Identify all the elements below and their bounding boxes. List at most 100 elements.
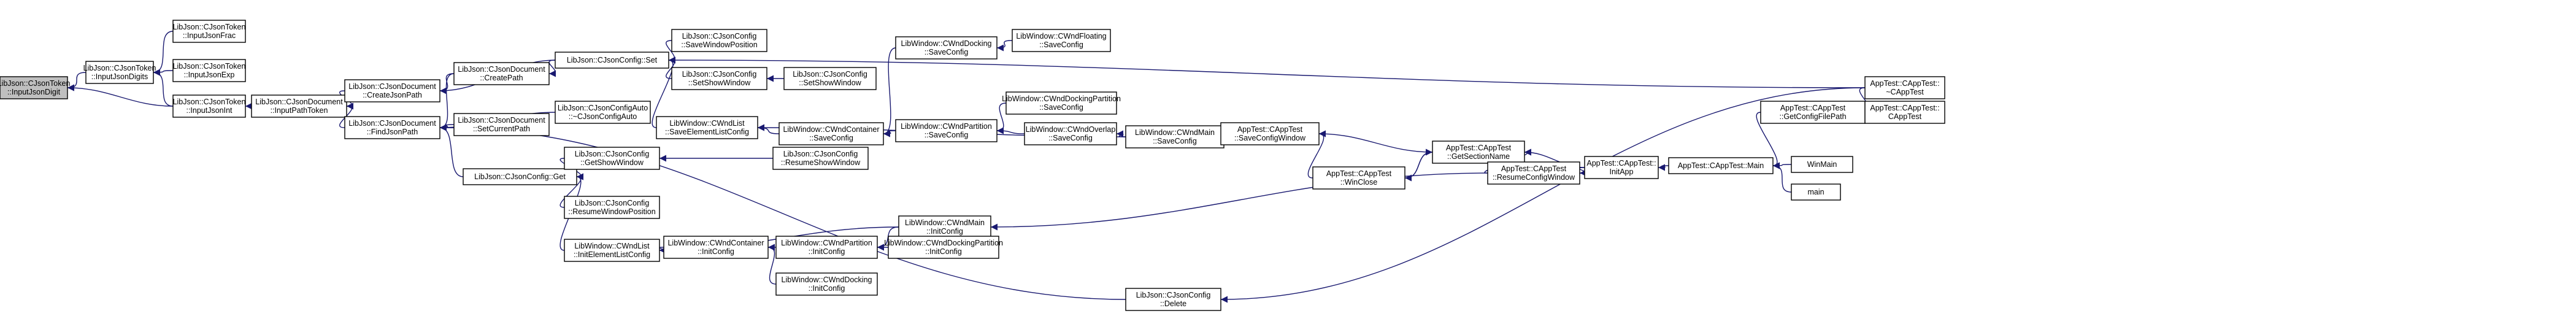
graph-node[interactable]: LibJson::CJsonConfig::GetShowWindow xyxy=(564,147,660,170)
graph-node[interactable]: LibJson::CJsonConfig::ResumeWindowPositi… xyxy=(564,196,660,219)
node-label-line: ::SaveWindowPosition xyxy=(681,40,757,49)
graph-node[interactable]: AppTest::CAppTest::ResumeConfigWindow xyxy=(1487,161,1580,185)
graph-node[interactable]: LibWindow::CWndDockingPartition::SaveCon… xyxy=(1002,91,1121,115)
node-box xyxy=(772,147,869,170)
graph-node[interactable]: LibJson::CJsonDocument::SetCurrentPath xyxy=(453,113,550,136)
graph-edge xyxy=(1116,130,1126,137)
graph-node[interactable]: LibWindow::CWndContainer::SaveConfig xyxy=(779,122,884,145)
graph-node[interactable]: main xyxy=(1791,183,1841,201)
node-label-line: ::InputJsonFrac xyxy=(183,31,236,40)
graph-edge xyxy=(548,60,556,77)
graph-node[interactable]: LibJson::CJsonDocument::InputPathToken xyxy=(251,94,347,118)
graph-node[interactable]: LibJson::CJsonToken::InputJsonInt xyxy=(172,94,246,118)
node-label-line: ::ResumeConfigWindow xyxy=(1493,173,1575,182)
node-label-line: ::FindJsonPath xyxy=(367,128,418,136)
node-box xyxy=(251,94,347,118)
graph-node[interactable]: WinMain xyxy=(1791,156,1853,173)
graph-node[interactable]: LibJson::CJsonConfig::SetShowWindow xyxy=(671,67,767,90)
node-box xyxy=(775,236,878,259)
graph-node[interactable]: LibWindow::CWndContainer::InitConfig xyxy=(663,236,769,259)
graph-node[interactable]: LibWindow::CWndMain::InitConfig xyxy=(898,215,991,239)
graph-node[interactable]: LibJson::CJsonConfig::ResumeShowWindow xyxy=(772,147,869,170)
node-label-line: ::SaveConfig xyxy=(1048,134,1093,142)
graph-node[interactable]: LibWindow::CWndDockingPartition::InitCon… xyxy=(884,236,1003,259)
node-label-line: ::SaveConfig xyxy=(925,48,969,56)
graph-node[interactable]: LibWindow::CWndList::SaveElementListConf… xyxy=(656,116,758,139)
node-label-line: ::InitElementListConfig xyxy=(574,250,650,259)
graph-edge xyxy=(668,56,1866,88)
node-label-line: LibJson::CJsonDocument xyxy=(255,98,343,106)
graph-node[interactable]: LibJson::CJsonConfig::Delete xyxy=(1125,288,1221,311)
node-label-line: LibJson::CJsonConfig::Get xyxy=(474,172,566,181)
graph-node[interactable]: LibWindow::CWndOverlap::SaveConfig xyxy=(1024,122,1117,145)
node-label-line: ::SaveElementListConfig xyxy=(665,128,749,136)
graph-node[interactable]: LibJson::CJsonToken::InputJsonFrac xyxy=(172,20,246,43)
graph-node[interactable]: LibJson::CJsonDocument::CreatePath xyxy=(453,62,550,85)
node-label-line: LibJson::CJsonDocument xyxy=(348,82,436,91)
node-label-line: LibJson::CJsonToken xyxy=(83,64,156,72)
node-label-line: ::SaveConfigWindow xyxy=(1234,134,1306,142)
graph-node[interactable]: LibWindow::CWndPartition::SaveConfig xyxy=(895,119,998,142)
graph-node[interactable]: LibJson::CJsonConfig::SetShowWindow xyxy=(783,67,877,90)
node-box xyxy=(671,67,767,90)
node-label-line: LibJson::CJsonToken xyxy=(173,98,246,106)
graph-node[interactable]: AppTest::CAppTest::Main xyxy=(1668,157,1774,174)
graph-edge xyxy=(1404,148,1433,179)
graph-edge xyxy=(1318,130,1433,153)
graph-node[interactable]: AppTest::CAppTest::WinClose xyxy=(1312,166,1405,190)
node-label-line: ::InitConfig xyxy=(809,284,845,293)
graph-node[interactable]: LibJson::CJsonConfig::Set xyxy=(555,52,669,69)
node-label-line: LibWindow::CWndMain xyxy=(905,218,985,227)
node-label-line: LibJson::CJsonToken xyxy=(0,79,70,88)
graph-node[interactable]: LibWindow::CWndPartition::InitConfig xyxy=(775,236,878,259)
node-label-line: AppTest::CAppTest xyxy=(1326,169,1392,178)
graph-node[interactable]: LibWindow::CWndDocking::InitConfig xyxy=(775,272,878,296)
graph-node[interactable]: LibJson::CJsonConfig::Get xyxy=(463,168,577,185)
node-box xyxy=(564,239,660,262)
graph-edge xyxy=(1658,164,1669,171)
node-label-line: LibJson::CJsonConfig xyxy=(1136,291,1211,299)
node-label-line: LibWindow::CWndContainer xyxy=(667,239,764,247)
graph-edge xyxy=(996,40,1013,52)
node-box xyxy=(895,119,998,142)
node-box xyxy=(1668,157,1774,174)
node-box xyxy=(555,101,651,124)
graph-node[interactable]: LibWindow::CWndFloating::SaveConfig xyxy=(1012,29,1111,52)
node-box xyxy=(671,29,767,52)
graph-node[interactable]: AppTest::CAppTest::SaveConfigWindow xyxy=(1220,122,1320,145)
graph-node[interactable]: AppTest::CAppTest::~CAppTest xyxy=(1864,76,1945,99)
graph-node[interactable]: LibWindow::CWndDocking::SaveConfig xyxy=(895,36,998,60)
node-box xyxy=(1584,156,1659,179)
node-label-line: ::SetShowWindow xyxy=(688,79,751,87)
node-box xyxy=(1791,156,1853,173)
graph-node[interactable]: LibJson::CJsonConfigAuto::~CJsonConfigAu… xyxy=(555,101,651,124)
node-box xyxy=(1125,125,1225,148)
graph-node[interactable]: AppTest::CAppTest::GetConfigFilePath xyxy=(1760,101,1866,124)
node-box xyxy=(656,116,758,139)
graph-node[interactable]: LibJson::CJsonToken::InputJsonExp xyxy=(172,59,246,82)
graph-node[interactable]: AppTest::CAppTest::GetSectionName xyxy=(1432,141,1525,164)
node-box xyxy=(1487,161,1580,185)
graph-node[interactable]: LibWindow::CWndMain::SaveConfig xyxy=(1125,125,1225,148)
graph-node[interactable]: LibJson::CJsonConfig::SaveWindowPosition xyxy=(671,29,767,52)
node-label-line: ::InitConfig xyxy=(925,247,962,256)
node-label-line: ::SaveConfig xyxy=(809,134,853,142)
graph-node[interactable]: LibWindow::CWndList::InitElementListConf… xyxy=(564,239,660,262)
node-box xyxy=(898,215,991,239)
graph-node[interactable]: AppTest::CAppTest::InitApp xyxy=(1584,156,1659,179)
node-label-line: LibJson::CJsonConfig xyxy=(793,70,867,79)
graph-node[interactable]: LibJson::CJsonDocument::FindJsonPath xyxy=(344,116,440,139)
node-label-line: ::InitConfig xyxy=(926,227,963,236)
node-box xyxy=(344,116,440,139)
graph-node[interactable]: AppTest::CAppTest::CAppTest xyxy=(1864,101,1945,124)
node-label-line: ::SaveConfig xyxy=(1039,103,1083,112)
node-label-line: LibJson::CJsonToken xyxy=(173,62,246,71)
node-label-line: AppTest::CAppTest:: xyxy=(1586,159,1656,168)
node-label-line: LibJson::CJsonDocument xyxy=(458,65,545,74)
graph-node[interactable]: LibJson::CJsonDocument::CreateJsonPath xyxy=(344,79,440,102)
graph-node[interactable]: LibJson::CJsonToken::InputJsonDigits xyxy=(83,61,156,84)
graph-node[interactable]: LibJson::CJsonToken::InputJsonDigit xyxy=(0,76,70,99)
node-label-line: LibWindow::CWndMain xyxy=(1135,128,1215,137)
node-box xyxy=(564,196,660,219)
